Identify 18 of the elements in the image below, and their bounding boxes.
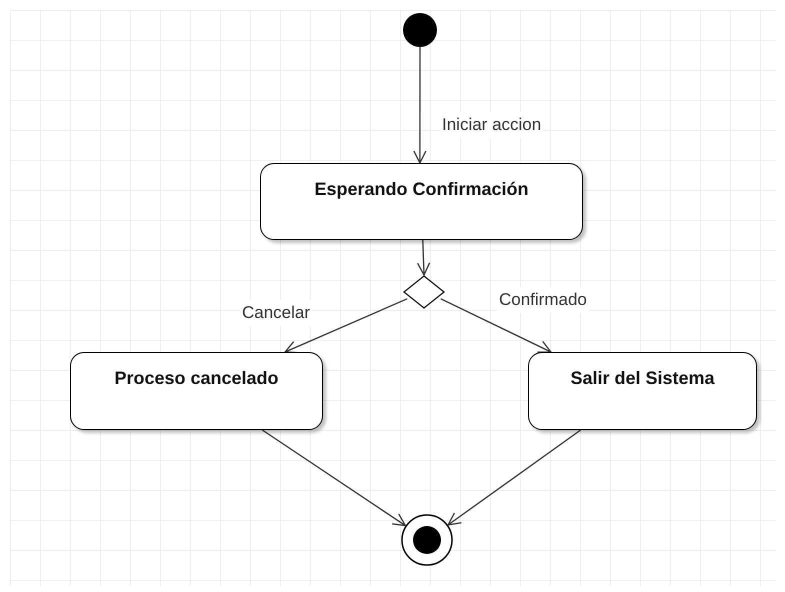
state-name: Salir del Sistema <box>570 367 715 390</box>
decision-diamond <box>403 275 445 309</box>
state-box <box>260 163 583 240</box>
final-node <box>401 514 453 566</box>
state-name: Proceso cancelado <box>114 367 279 390</box>
state-name: Esperando Confirmación <box>314 178 529 201</box>
arrow <box>448 429 582 526</box>
arrow <box>413 47 427 164</box>
initial-node <box>403 13 437 47</box>
arrow <box>416 240 430 276</box>
state-box <box>528 352 757 430</box>
arrow <box>440 298 552 353</box>
arrow <box>284 298 408 354</box>
arrow <box>262 429 406 526</box>
edge-label: Cancelar <box>240 300 312 326</box>
edge-label: Iniciar accion <box>440 112 544 138</box>
edge-label: Confirmado <box>497 287 589 312</box>
state-box <box>70 352 323 430</box>
